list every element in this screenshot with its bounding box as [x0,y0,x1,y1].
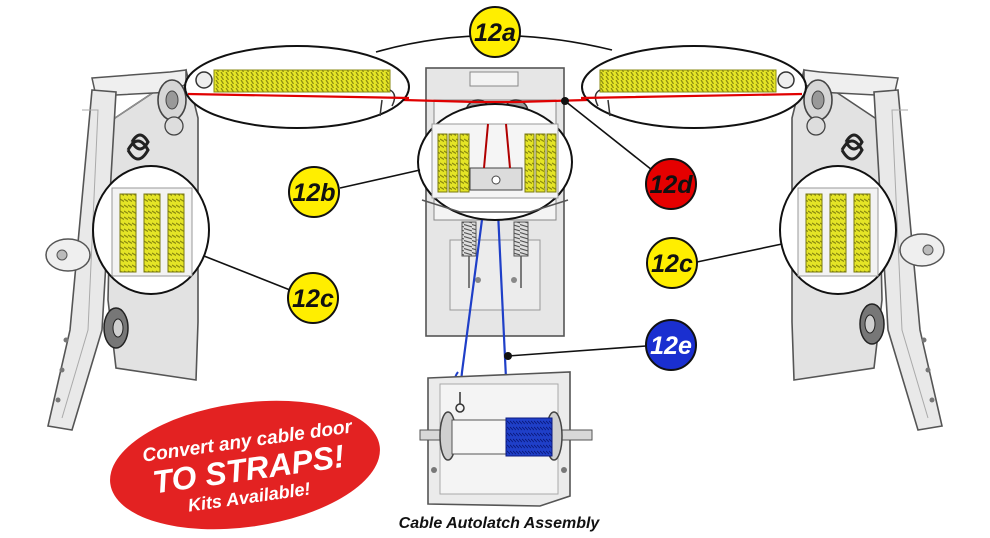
callout-label-12a: 12a [474,19,516,47]
promo-badge: Convert any cable door TO STRAPS! Kits A… [110,400,380,530]
bolt-icon [925,367,931,373]
callout-12e-group: 12e [504,319,697,371]
left-torsion-coil [126,133,150,161]
left-hinge-pivot [45,238,91,272]
spring-icon [524,133,535,193]
callout-badge-12c-right [646,237,698,289]
callout-label-12e: 12e [650,332,692,360]
bolt-icon [921,337,927,343]
leader-line [203,255,291,291]
callout-12b-group: 12b [288,103,573,221]
spring-icon [829,193,847,273]
spring-icon [213,69,391,93]
spring-icon [437,133,448,193]
spring-icon [535,133,546,193]
callout-12d-group: 12d [561,97,697,210]
bolt-icon [164,116,184,136]
spring-icon [546,133,557,193]
bolt-icon [511,277,517,283]
right-torsion-coil [840,133,864,161]
callout-label-12c-left: 12c [292,285,334,313]
spring-icon [119,193,137,273]
bolt-icon [55,397,61,403]
bolt-icon [431,467,437,473]
spring-icon [459,133,470,193]
cable-drum-assembly [419,371,593,507]
leader-line [696,243,783,263]
callout-badge-12c-left [287,272,339,324]
callout-label-12b: 12b [292,179,335,207]
callout-badge-12e [645,319,697,371]
bolt-icon [777,71,795,89]
callout-12a-group: 12a [184,6,807,129]
right-hinge-pivot [899,233,945,267]
bolt-icon [63,337,69,343]
spring-icon [461,221,477,257]
callout-label-12c-right: 12c [651,250,693,278]
spring-icon [513,221,529,257]
spring-icon [167,193,185,273]
callout-12c-right-group: 12c [646,165,897,295]
cable-drum-icon [505,417,553,457]
bolt-icon [561,467,567,473]
callout-badge-12b [288,166,340,218]
spring-icon [853,193,871,273]
spring-icon [805,193,823,273]
callout-label-12d: 12d [649,171,693,199]
spring-icon [599,69,777,93]
bolt-icon [922,244,934,256]
callout-badge-12a [469,6,521,58]
promo-ellipse [110,400,380,530]
spring-icon [143,193,161,273]
callout-badge-12d [645,158,697,210]
leader-line [339,169,421,189]
bolt-icon [56,249,68,261]
leader-line [507,345,647,357]
diagram-caption: Cable Autolatch Assembly [399,515,601,532]
bolt-icon [195,71,213,89]
spring-icon [448,133,459,193]
bolt-icon [59,367,65,373]
bolt-icon [929,397,935,403]
leader-line [564,100,653,171]
bolt-icon [806,116,826,136]
bolt-icon [475,277,481,283]
callout-12c-left-group: 12c [92,165,339,324]
